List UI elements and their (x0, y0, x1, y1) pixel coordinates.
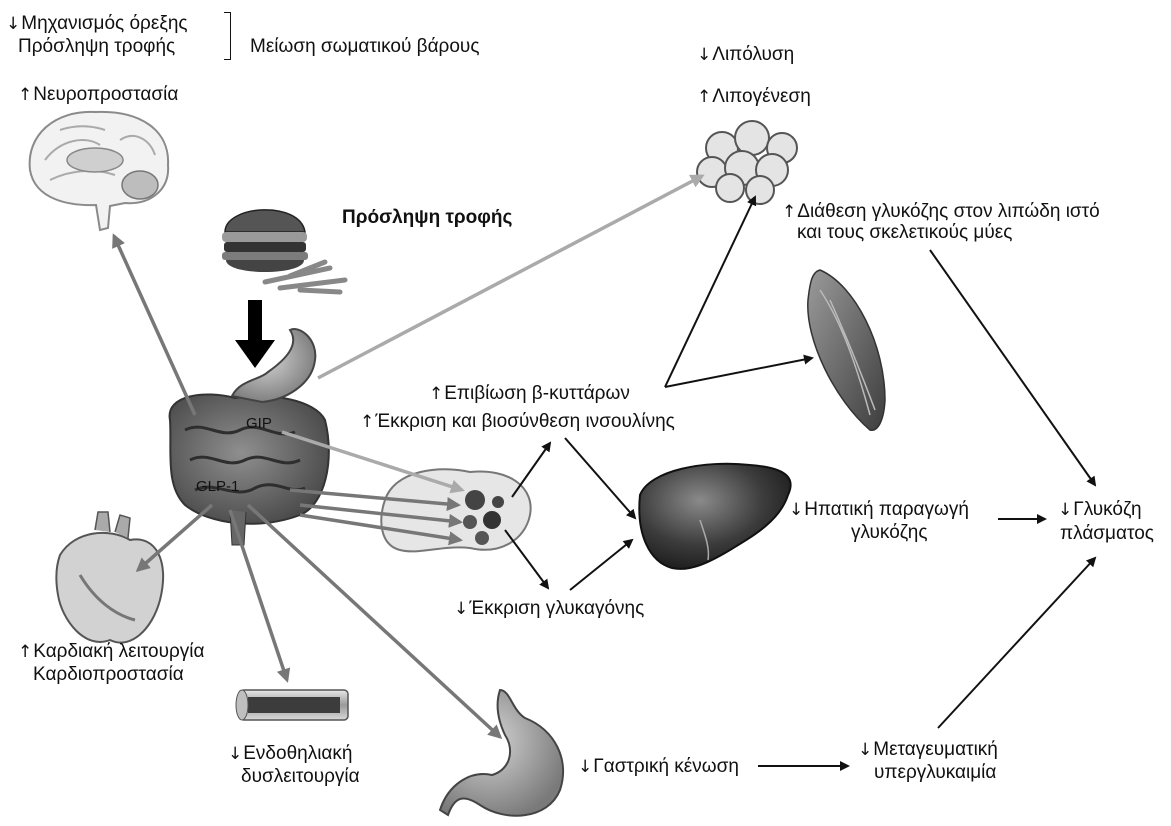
blood-vessel-icon (236, 690, 348, 720)
beta-to-adipose-arrow (665, 197, 755, 387)
arrow-down-icon: ↓ (454, 599, 468, 619)
gut-to-brain-arrow (114, 236, 195, 415)
arrow-up-icon: ↑ (782, 202, 796, 222)
arrow-down-icon: ↓ (6, 14, 20, 34)
hepatic-glucose-label: ↓Ηπατική παραγωγή (789, 498, 969, 522)
endothelial-text: Ενδοθηλιακή (243, 743, 352, 764)
arrow-down-icon: ↓ (789, 500, 803, 520)
gastric-emptying-text: Γαστρική κένωση (593, 756, 739, 777)
cardiac-function-label: ↑Καρδιακή λειτουργία (18, 640, 205, 664)
hepatic-glucose-line1: Ηπατική παραγωγή (804, 499, 969, 520)
arrow-down-icon: ↓ (858, 740, 872, 760)
arrow-up-icon: ↑ (360, 412, 374, 432)
lipolysis-text: Λιπόλυση (712, 44, 794, 65)
postprandial-to-plasma-arrow (938, 558, 1095, 728)
glucagon-to-liver-arrow (570, 540, 632, 590)
pancreas-to-glucagon-arrow (505, 530, 548, 588)
stomach-icon (440, 690, 563, 816)
beta-survival-text: Επιβίωση β-κυττάρων (444, 383, 630, 404)
pancreas-to-insulin-arrow (512, 443, 550, 497)
arrow-up-icon: ↑ (18, 85, 32, 105)
food-intake-top-label: Πρόσληψη τροφής (18, 35, 175, 58)
insulin-to-liver-arrow (565, 438, 635, 518)
brain-icon (30, 112, 169, 230)
arrow-up-icon: ↑ (429, 384, 443, 404)
glucagon-text: Έκκριση γλυκαγόνης (469, 598, 644, 619)
appetite-label: ↓Μηχανισμός όρεξης (6, 12, 188, 36)
insulin-label: ↑Έκκριση και βιοσύνθεση ινσουλίνης (360, 410, 675, 434)
arrow-up-icon: ↑ (697, 87, 711, 107)
beta-to-muscle-arrow (665, 358, 812, 387)
plasma-glucose-label-2: πλάσματος (1060, 522, 1154, 545)
insulin-text: Έκκριση και βιοσύνθεση ινσουλίνης (375, 411, 675, 432)
postprandial-line1: Μεταγευματική (873, 739, 998, 760)
glucose-disposal-line1: Διάθεση γλυκόζης στον λιπώδη ιστό (797, 201, 1099, 222)
food-intake-label: Πρόσληψη τροφής (342, 206, 512, 229)
endothelial-label: ↓Ενδοθηλιακή (228, 742, 352, 766)
bracket-divider (224, 12, 231, 60)
postprandial-label: ↓Μεταγευματική (858, 738, 998, 762)
arrow-down-icon: ↓ (578, 757, 592, 777)
appetite-text: Μηχανισμός όρεξης (21, 13, 187, 34)
burger-icon (222, 210, 345, 292)
lipogenesis-label: ↑Λιπογένεση (697, 85, 811, 109)
adipose-icon (697, 121, 797, 204)
heart-icon (56, 512, 163, 643)
glucagon-label: ↓Έκκριση γλυκαγόνης (454, 597, 644, 621)
arrow-down-icon: ↓ (228, 744, 242, 764)
beta-survival-label: ↑Επιβίωση β-κυττάρων (429, 382, 630, 406)
food-intake-top-text: Πρόσληψη τροφής (18, 36, 175, 57)
arrow-up-icon: ↑ (18, 642, 32, 662)
lipolysis-label: ↓Λιπόλυση (697, 43, 794, 67)
hepatic-glucose-label-2: γλυκόζης (851, 521, 928, 544)
neuroprotection-text: Νευροπροστασία (33, 84, 178, 105)
glucose-disposal-label-2: και τους σκελετικούς μύες (797, 221, 1012, 244)
glp1-label: GLP-1 (196, 478, 239, 495)
arrow-down-icon: ↓ (697, 45, 711, 65)
gastric-emptying-label: ↓Γαστρική κένωση (578, 755, 739, 779)
plasma-glucose-label: ↓Γλυκόζη (1058, 498, 1142, 522)
liver-icon (639, 464, 790, 569)
disposal-to-plasma-arrow (930, 250, 1095, 485)
cardioprotection-label: Καρδιοπροστασία (33, 663, 184, 686)
plasma-glucose-line1: Γλυκόζη (1073, 499, 1141, 520)
gut-to-heart-arrow (138, 505, 212, 570)
dysfunction-label: δυσλειτουργία (241, 765, 360, 788)
neuroprotection-label: ↑Νευροπροστασία (18, 83, 178, 107)
arrow-down-icon: ↓ (1058, 500, 1072, 520)
postprandial-label-2: υπεργλυκαιμία (874, 761, 996, 784)
gut-to-vessel-arrow (230, 510, 287, 680)
food-to-gut-arrow (235, 300, 275, 368)
gip-label: GIP (246, 415, 272, 432)
weight-loss-label: Μείωση σωματικού βάρους (250, 35, 479, 58)
gut-icon (170, 329, 329, 545)
muscle-icon (808, 270, 885, 430)
cardiac-function-text: Καρδιακή λειτουργία (33, 641, 204, 662)
lipogenesis-text: Λιπογένεση (712, 86, 811, 107)
